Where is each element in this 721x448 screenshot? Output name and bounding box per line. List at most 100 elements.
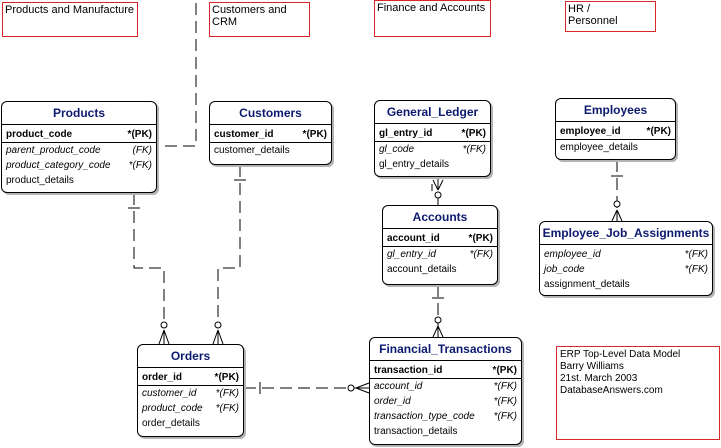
area-label-products-manufacture: Products and Manufacture: [2, 2, 138, 37]
entity-employee-job-assignments[interactable]: Employee_Job_Assignments employee_id*(FK…: [539, 221, 713, 296]
attribute-row: gl_code *(FK): [379, 142, 486, 157]
attribute-name: transaction_details: [374, 426, 458, 437]
attribute-key: *(PK): [646, 126, 671, 137]
attribute-list: order_id*(PK)customer_id*(FK)product_cod…: [138, 368, 243, 431]
entity-title: Customers: [210, 102, 331, 125]
attribute-row: product_code *(PK): [2, 127, 156, 143]
entity-customers[interactable]: Customers customer_id*(PK)customer_detai…: [209, 101, 332, 165]
entity-financial-transactions[interactable]: Financial_Transactions transaction_id *(P…: [369, 337, 522, 445]
entity-title: Employees: [556, 99, 675, 122]
model-info-note: ERP Top-Level Data Model Barry Williams …: [556, 346, 720, 440]
attribute-row: product_category_code *(FK): [6, 158, 152, 173]
attribute-list: employee_id *(PK) employee_details: [556, 122, 675, 155]
entity-general-ledger[interactable]: General_Ledger gl_entry_id *(PK) gl_code *(…: [374, 100, 491, 177]
attribute-name: product_code: [142, 403, 203, 414]
attribute-name: gl_code: [379, 144, 415, 155]
attribute-list: employee_id *(FK) job_code *(FK) assignment_…: [540, 245, 712, 292]
attribute-key: *(FK): [493, 411, 517, 422]
attribute-key: *(FK): [215, 403, 239, 414]
note-line: DatabaseAnswers.com: [560, 385, 663, 396]
area-label-finance-accounts: Finance and Accounts: [374, 0, 491, 37]
entity-employees[interactable]: Employees employee_id *(PK) employee_detai…: [555, 98, 676, 160]
attribute-row: product_code *(FK): [142, 401, 239, 416]
attribute-key: *(FK): [128, 160, 152, 171]
attribute-row: gl_entry_id *(FK): [387, 247, 493, 262]
attribute-list: product_code *(PK) parent_product_code (FK)…: [2, 125, 156, 188]
attribute-key: *(FK): [462, 144, 486, 155]
attribute-key: *(FK): [469, 249, 493, 260]
attribute-key: *(PK): [461, 128, 486, 139]
attribute-row: assignment_details: [544, 277, 708, 292]
attribute-name: job_code: [544, 264, 585, 275]
attribute-name: employee_id: [544, 249, 601, 260]
note-line: Barry Williams: [560, 361, 624, 372]
orders-crowfoot: [158, 329, 165, 345]
attribute-row: order_id *(PK): [138, 370, 243, 386]
attribute-list: customer_id*(PK)customer_details: [210, 125, 331, 158]
entity-title: General_Ledger: [375, 101, 490, 124]
attribute-list: transaction_id*(PK)account_id*(FK)order_…: [370, 361, 521, 439]
attribute-name: product_category_code: [6, 160, 111, 171]
attribute-row: transaction_type_code *(FK): [374, 409, 517, 424]
attribute-row: employee_details: [560, 140, 671, 155]
attribute-key: *(FK): [684, 249, 708, 260]
attribute-row: parent_product_code (FK): [6, 143, 152, 158]
products-orders-line: [133, 193, 165, 322]
orders-optional-circle: [160, 321, 168, 329]
note-line: ERP Top-Level Data Model: [560, 349, 681, 360]
attribute-name: account_id: [387, 233, 440, 244]
attribute-name: transaction_type_code: [374, 411, 475, 422]
attribute-row: account_id*(FK): [374, 379, 517, 394]
attribute-name: order_id: [142, 372, 183, 383]
attribute-key: (FK): [132, 145, 152, 156]
attribute-name: gl_entry_details: [379, 159, 450, 170]
attribute-name: product_code: [6, 129, 73, 140]
attribute-row: customer_details: [214, 143, 327, 158]
attribute-row: order_id*(FK): [374, 394, 517, 409]
area-label-customers-crm: Customers and CRM: [209, 2, 310, 37]
attribute-key: *(FK): [684, 264, 708, 275]
customers-orders-line: [217, 165, 241, 322]
attribute-name: customer_details: [214, 145, 290, 156]
note-line: 21st. March 2003: [560, 373, 638, 384]
area-divider-line: [158, 3, 197, 147]
attribute-row: gl_entry_details: [379, 157, 486, 172]
attribute-name: order_id: [374, 396, 411, 407]
attribute-row: customer_id*(FK): [142, 386, 239, 401]
entity-accounts[interactable]: Accounts account_id*(PK) gl_entry_id *(FK)…: [382, 205, 498, 285]
attribute-row: transaction_details: [374, 424, 517, 439]
entity-title: Financial_Transactions: [370, 338, 521, 361]
attribute-name: product_details: [6, 175, 74, 186]
attribute-name: employee_id: [560, 126, 621, 137]
entity-products[interactable]: Products product_code *(PK) parent_product…: [1, 101, 157, 193]
entity-title: Accounts: [383, 206, 497, 229]
attribute-row: account_details: [387, 262, 493, 277]
attribute-name: parent_product_code: [6, 145, 101, 156]
attribute-name: account_details: [387, 264, 457, 275]
attribute-key: *(FK): [493, 381, 517, 392]
attribute-list: gl_entry_id *(PK) gl_code *(FK) gl_entry_det…: [375, 124, 490, 172]
attribute-row: order_details: [142, 416, 239, 431]
attribute-key: *(PK): [127, 129, 152, 140]
entity-title: Orders: [138, 345, 243, 368]
attribute-name: gl_entry_id: [387, 249, 436, 260]
attribute-name: transaction_id: [374, 365, 443, 376]
attribute-row: employee_id *(FK): [544, 247, 708, 262]
attribute-list: account_id*(PK) gl_entry_id *(FK) account_d…: [383, 229, 497, 277]
attribute-row: gl_entry_id *(PK): [375, 126, 490, 142]
attribute-key: *(PK): [492, 365, 517, 376]
entity-orders[interactable]: Orders order_id*(PK)customer_id*(FK)prod…: [137, 344, 244, 437]
attribute-name: customer_id: [214, 129, 274, 140]
attribute-row: account_id*(PK): [383, 231, 497, 247]
attribute-name: customer_id: [142, 388, 197, 399]
attribute-name: employee_details: [560, 142, 638, 153]
attribute-name: order_details: [142, 418, 200, 429]
attribute-row: job_code *(FK): [544, 262, 708, 277]
attribute-key: *(PK): [214, 372, 239, 383]
entity-title: Products: [2, 102, 156, 125]
attribute-row: transaction_id *(PK): [370, 363, 521, 379]
attribute-name: gl_entry_id: [379, 128, 433, 139]
attribute-name: assignment_details: [544, 279, 630, 290]
attribute-row: employee_id *(PK): [556, 124, 675, 140]
